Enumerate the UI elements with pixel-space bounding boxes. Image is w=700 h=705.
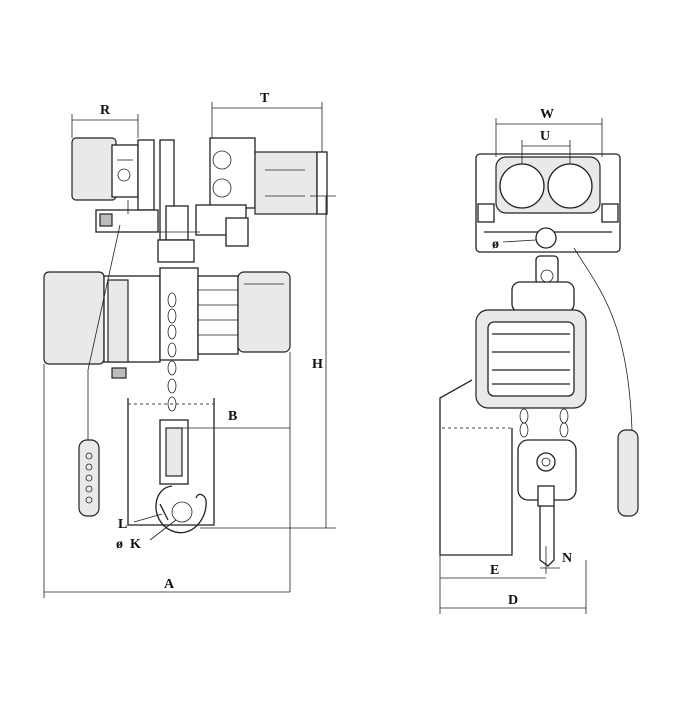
label-U: U bbox=[540, 129, 550, 144]
diameter-symbol-J: ø bbox=[492, 237, 499, 252]
beam-section bbox=[155, 139, 200, 241]
dimension-W: W bbox=[495, 107, 603, 157]
label-D: D bbox=[508, 593, 518, 608]
label-B: B bbox=[228, 409, 237, 424]
pendant-control bbox=[78, 224, 121, 517]
dimension-U: U bbox=[521, 129, 571, 164]
dimension-E: E bbox=[440, 563, 546, 579]
side-view: R T H B L ø K bbox=[43, 91, 336, 598]
load-chain bbox=[167, 292, 177, 412]
hoist-hanger bbox=[157, 239, 195, 263]
label-E: E bbox=[490, 563, 499, 578]
front-view: ø W U bbox=[439, 107, 639, 614]
label-A: A bbox=[164, 577, 175, 592]
front-chains bbox=[519, 408, 569, 438]
trolley-frame: ø bbox=[475, 153, 621, 253]
dimension-N: N bbox=[540, 546, 572, 574]
trolley-left-gearbox bbox=[71, 137, 159, 233]
diameter-symbol-K: ø bbox=[116, 537, 123, 552]
front-hoist-body bbox=[475, 255, 587, 409]
label-R: R bbox=[100, 103, 111, 118]
dimension-B: B bbox=[178, 352, 291, 592]
label-L: L bbox=[118, 517, 127, 532]
label-H: H bbox=[312, 357, 323, 372]
trolley-right-motor bbox=[195, 137, 328, 247]
dimension-L: L bbox=[118, 513, 163, 532]
dimension-H: H bbox=[200, 195, 336, 529]
dimension-K: ø K bbox=[116, 519, 177, 552]
label-K: K bbox=[130, 537, 141, 552]
label-T: T bbox=[260, 91, 270, 106]
hook-block bbox=[155, 419, 207, 534]
label-W: W bbox=[540, 107, 554, 122]
dimension-A: A bbox=[43, 364, 290, 598]
front-hook-block bbox=[517, 439, 577, 567]
label-N: N bbox=[562, 551, 572, 566]
front-pendant bbox=[573, 247, 639, 517]
dimension-D: D bbox=[439, 555, 587, 614]
dimension-T: T bbox=[211, 91, 323, 152]
hoist-body bbox=[43, 267, 291, 379]
dimension-R: R bbox=[71, 103, 139, 138]
chain-bag bbox=[127, 398, 215, 526]
